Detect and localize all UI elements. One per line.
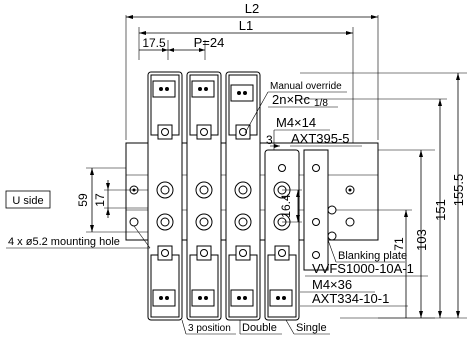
three-position-label: 3 position	[188, 323, 231, 334]
mounting-hole-label: 4 x ø5.2 mounting hole	[8, 236, 120, 248]
dim-71-label: 71	[392, 237, 406, 251]
dimension-16-4: 16.4	[279, 189, 302, 223]
u-side-box: U side	[5, 190, 51, 209]
port-spec-fraction: 1/8	[314, 98, 328, 109]
manual-override-callout: Manual override	[244, 81, 347, 134]
valve-station-3	[225, 71, 261, 321]
dimension-151: 151	[300, 98, 448, 318]
dim-pitch-label: P=24	[194, 35, 225, 50]
screw-m4x36-callout: M4×36	[300, 277, 375, 293]
dimension-71: 71	[378, 209, 412, 318]
dim-l1-label: L1	[239, 18, 253, 33]
dimension-l1: L1	[138, 18, 354, 150]
valve-station-4	[264, 149, 300, 321]
manual-override-label: Manual override	[270, 81, 342, 92]
dimension-103: 103	[378, 149, 435, 319]
mounting-hole-callout: 4 x ø5.2 mounting hole	[6, 225, 151, 249]
dim-103-label: 103	[414, 229, 429, 251]
dim-l2-label: L2	[245, 1, 259, 16]
port-spec-callout: 2n×Rc 1/8	[268, 92, 338, 109]
axt334-label: AXT334-10-1	[312, 291, 389, 306]
u-side-label: U side	[12, 195, 43, 207]
dim-gap-label: 3	[266, 133, 273, 147]
axt334-callout: AXT334-10-1	[300, 291, 408, 307]
dim-59-label: 59	[76, 193, 90, 207]
dimension-17: 17	[93, 180, 148, 218]
blanking-plate-label: Blanking plate	[338, 250, 407, 262]
dim-17-label: 17	[93, 193, 107, 207]
valve-station-2	[186, 71, 222, 321]
dimension-155-5: 155.5	[300, 72, 467, 319]
dimension-offset-pitch: 17.5 P=24	[139, 35, 224, 60]
vvfs-callout: VVFS1000-10A-1	[305, 261, 428, 277]
dim-offset-label: 17.5	[142, 36, 166, 50]
blanking-plate	[303, 149, 329, 271]
bottom-labels: 3 position Double Single	[181, 319, 330, 335]
dimension-l2: L2	[125, 1, 379, 140]
port-spec-label: 2n×Rc	[272, 92, 310, 107]
blanking-plate-callout: Blanking plate	[327, 239, 407, 263]
screw-m4x14-label: M4×14	[276, 115, 316, 130]
double-label: Double	[242, 322, 277, 334]
valve-station-1	[147, 71, 183, 321]
axt395-callout: 3 AXT395-5	[266, 131, 362, 148]
single-label: Single	[296, 322, 327, 334]
dim-151-label: 151	[433, 199, 448, 221]
axt395-label: AXT395-5	[291, 131, 350, 146]
vvfs-label: VVFS1000-10A-1	[312, 261, 414, 276]
dim-16-4-label: 16.4	[279, 194, 293, 218]
dim-155-5-label: 155.5	[451, 174, 466, 207]
dimension-59: 59	[76, 167, 148, 233]
screw-m4x36-label: M4×36	[312, 277, 352, 292]
